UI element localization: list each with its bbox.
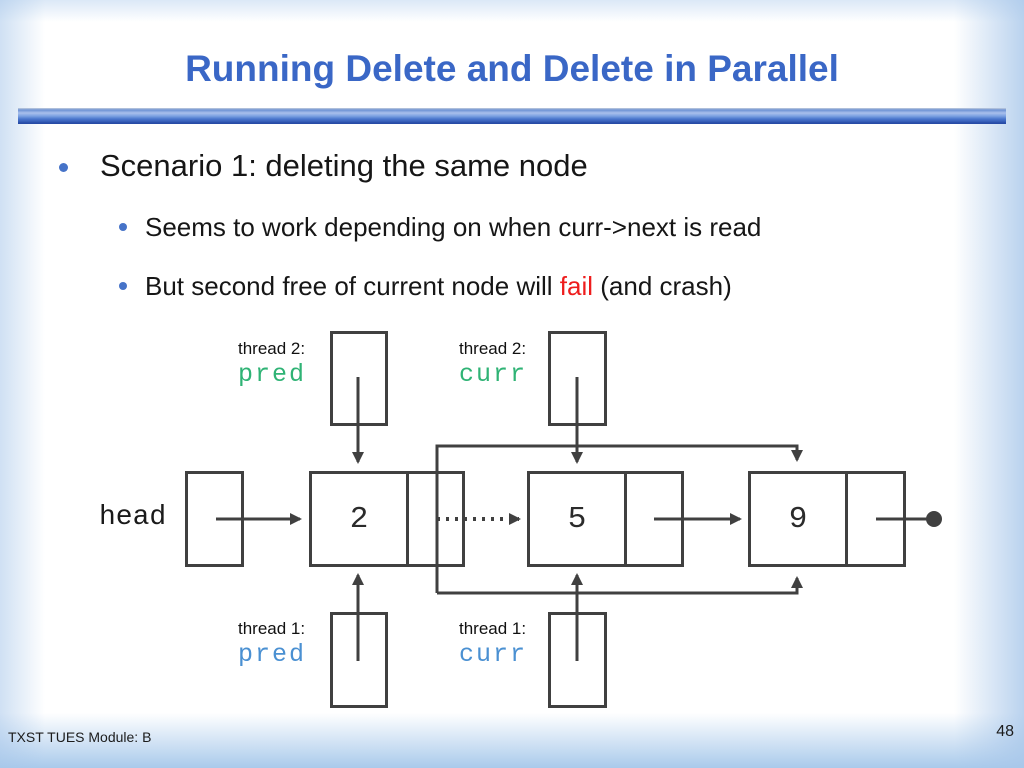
thread1-curr-thread-text: thread 1: xyxy=(459,619,527,638)
bullet-sub2-prefix: But second free of current node will xyxy=(145,271,560,301)
thread1-curr-label: thread 1: curr xyxy=(459,620,527,667)
thread2-pred-var-text: pred xyxy=(238,360,307,389)
bullet-level1: Scenario 1: deleting the same node xyxy=(100,148,588,183)
title-divider-rule xyxy=(18,108,1006,124)
bullet-sub2: But second free of current node will fai… xyxy=(145,271,732,302)
node-5-value-cell: 5 xyxy=(527,471,627,567)
thread2-pred-thread-text: thread 2: xyxy=(238,339,306,358)
thread1-pred-box xyxy=(330,612,388,708)
thread2-pred-label: thread 2: pred xyxy=(238,340,306,387)
thread2-curr-thread-text: thread 2: xyxy=(459,339,527,358)
node-2-value-cell: 2 xyxy=(309,471,409,567)
head-pointer-box xyxy=(185,471,244,567)
thread2-pred-box xyxy=(330,331,388,426)
node-9-value-cell: 9 xyxy=(748,471,848,567)
thread1-pred-thread-text: thread 1: xyxy=(238,619,306,638)
page-number: 48 xyxy=(996,723,1014,740)
bullet-sub2-suffix: (and crash) xyxy=(593,271,732,301)
node-9-next-cell xyxy=(845,471,906,567)
bullet-dot xyxy=(119,282,127,290)
bullet-dot xyxy=(59,163,68,172)
node-5-next-cell xyxy=(624,471,684,567)
thread1-curr-box xyxy=(548,612,607,708)
bullet-sub2-fail: fail xyxy=(559,271,594,301)
node-2-next-cell xyxy=(406,471,465,567)
bullet-sub1: Seems to work depending on when curr->ne… xyxy=(145,212,762,242)
head-label: head xyxy=(99,502,167,533)
thread1-pred-label: thread 1: pred xyxy=(238,620,306,667)
thread2-curr-box xyxy=(548,331,607,426)
bullet-dot xyxy=(119,223,127,231)
thread1-curr-var-text: curr xyxy=(459,640,528,669)
footer-module-text: TXST TUES Module: B xyxy=(8,729,152,745)
thread1-pred-var-text: pred xyxy=(238,640,307,669)
thread2-curr-label: thread 2: curr xyxy=(459,340,527,387)
thread2-curr-var-text: curr xyxy=(459,360,528,389)
slide-title: Running Delete and Delete in Parallel xyxy=(185,48,839,89)
